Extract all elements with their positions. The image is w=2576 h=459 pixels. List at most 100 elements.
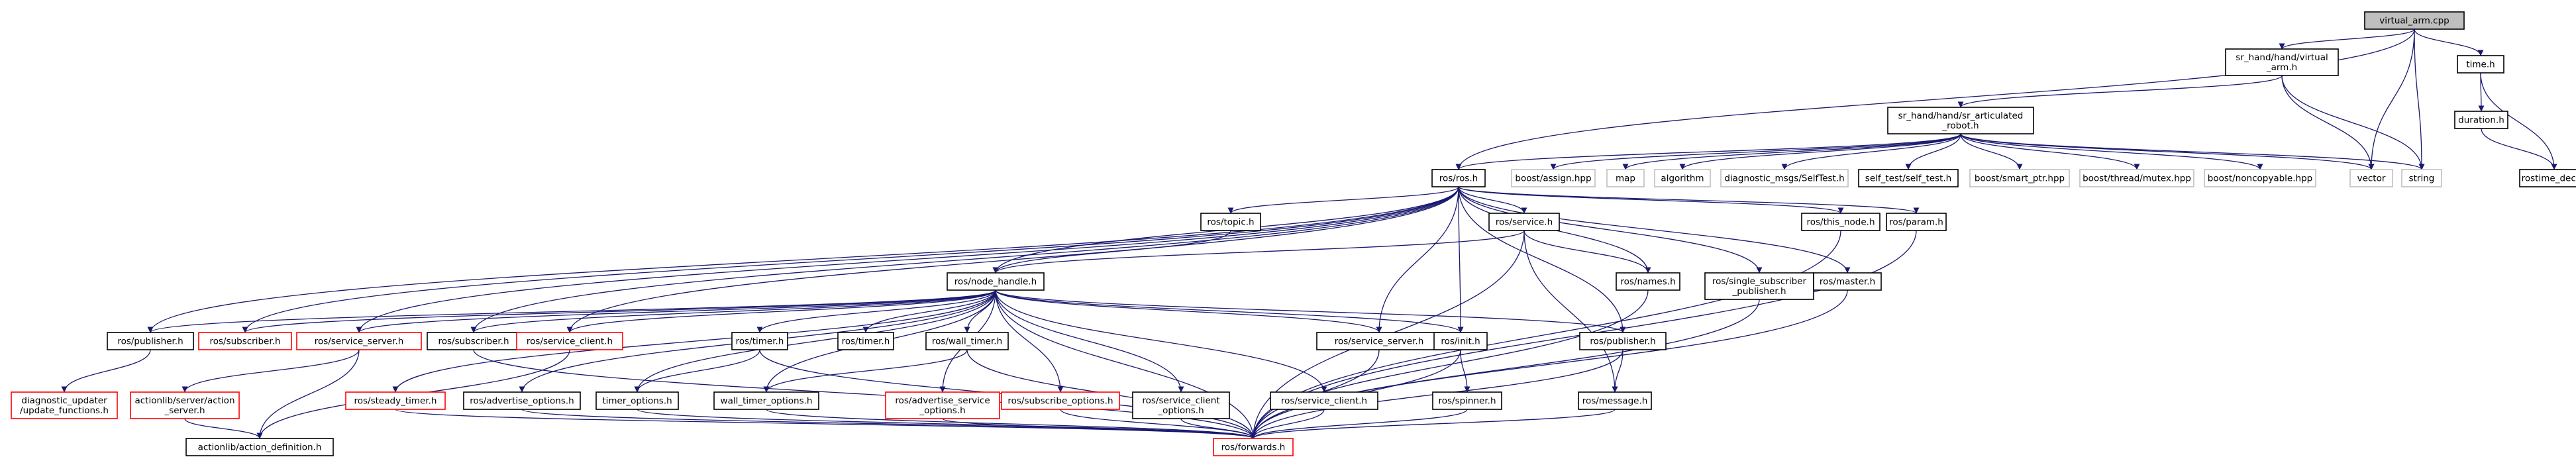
- node-srvsrv-a[interactable]: ros/service_server.h: [296, 332, 422, 350]
- node-label: map: [1616, 174, 1635, 184]
- node-ros-h[interactable]: ros/ros.h: [1431, 169, 1486, 187]
- edge-srvsrv_a-to-actionlib_server: [181, 349, 360, 393]
- edge-ros_init-to-ros_spinner: [1460, 349, 1470, 393]
- node-srvcli-b[interactable]: ros/service_client.h: [1270, 391, 1378, 410]
- node-label: boost/assign.hpp: [1515, 174, 1591, 184]
- node-label: ros/names.h: [1620, 277, 1675, 287]
- node-duration-h[interactable]: duration.h: [2454, 111, 2508, 129]
- node-boost-smart: boost/smart_ptr.hpp: [1969, 169, 2070, 187]
- node-ros-master[interactable]: ros/master.h: [1813, 272, 1882, 291]
- node-box: [731, 332, 788, 350]
- edge-wall_timer_options-to-ros_forwards: [766, 409, 1257, 439]
- node-time-h[interactable]: time.h: [2457, 55, 2504, 74]
- edge-ros_h-to-sub_b: [470, 186, 1459, 333]
- node-ros-message[interactable]: ros/message.h: [1578, 391, 1652, 410]
- node-label: diagnostic_msgs/SelfTest.h: [1724, 174, 1844, 184]
- node-srvcli-a[interactable]: ros/service_client.h: [516, 332, 623, 350]
- edge-sr_articulated-to-map: [1622, 133, 1961, 170]
- node-box: [1001, 391, 1120, 410]
- node-timer-options[interactable]: timer_options.h: [595, 391, 679, 410]
- edge-ros_node_handle-to-sub_b: [470, 289, 996, 333]
- node-ros-adv-opts[interactable]: ros/advertise_options.h: [463, 391, 581, 410]
- node-sub-b[interactable]: ros/subscriber.h: [427, 332, 521, 350]
- edge-ros_message-to-ros_forwards: [1250, 409, 1616, 439]
- node-string: string: [2401, 169, 2442, 187]
- node-box: [1969, 169, 2070, 187]
- edge-sr_articulated-to-string: [1960, 133, 2425, 170]
- node-sub-a[interactable]: ros/subscriber.h: [198, 332, 292, 350]
- node-pub-b[interactable]: ros/publisher.h: [1579, 332, 1667, 350]
- node-label: duration.h: [2458, 115, 2504, 126]
- node-ros-names[interactable]: ros/names.h: [1616, 272, 1680, 291]
- node-actionlib-def[interactable]: actionlib/action_definition.h: [185, 438, 334, 456]
- node-ros-init[interactable]: ros/init.h: [1433, 332, 1488, 350]
- node-map: map: [1606, 169, 1645, 187]
- node-box: [1432, 391, 1502, 410]
- node-label: boost/smart_ptr.hpp: [1975, 174, 2065, 184]
- edge-pub_b-to-ros_message: [1612, 349, 1623, 393]
- node-ros-sub-opts[interactable]: ros/subscribe_options.h: [1001, 391, 1120, 410]
- node-label: _robot.h: [1941, 121, 1979, 131]
- node-label: _publisher.h: [1732, 286, 1786, 297]
- node-ros-topic[interactable]: ros/topic.h: [1200, 213, 1261, 231]
- edge-ros_node_handle-to-ros_forwards: [995, 289, 1257, 439]
- node-label: _options.h: [1157, 405, 1204, 416]
- edge-ros_node_handle-to-ros_timer_a: [756, 289, 996, 333]
- node-box: [595, 391, 679, 410]
- node-diag-updater[interactable]: diagnostic_updater/update_functions.h: [11, 391, 118, 419]
- node-box: [837, 332, 894, 350]
- edge-actionlib_server-to-actionlib_def: [184, 418, 263, 439]
- node-ros-single-sub[interactable]: ros/single_subscriber_publisher.h: [1704, 272, 1814, 300]
- node-ros-service[interactable]: ros/service.h: [1488, 213, 1560, 231]
- edge-time_h-to-rostime_decl: [2480, 72, 2557, 170]
- node-sr-virtual-arm[interactable]: sr_hand/hand/virtual_arm.h: [2225, 48, 2339, 76]
- edge-srvsrv_a-to-actionlib_def: [256, 349, 360, 439]
- node-label: vector: [2357, 174, 2386, 184]
- edge-sr_virtual_arm-to-sr_articulated: [1957, 75, 2283, 108]
- edge-ros_node_handle-to-pub_b: [995, 289, 1626, 333]
- node-ros-timer-b[interactable]: ros/timer.h: [837, 332, 894, 350]
- edge-ros_names-to-ros_forwards: [1250, 289, 1649, 439]
- node-label: _arm.h: [2266, 62, 2297, 73]
- edge-ros_node_handle-to-srvsrv_a: [356, 289, 996, 333]
- node-label: actionlib/action_definition.h: [198, 442, 322, 453]
- edge-ros_timer_a-to-timer_options: [634, 349, 760, 393]
- node-box: [1579, 332, 1667, 350]
- node-box: [1270, 391, 1378, 410]
- node-wall-timer-options[interactable]: wall_timer_options.h: [713, 391, 819, 410]
- node-sr-articulated[interactable]: sr_hand/hand/sr_articulated_robot.h: [1887, 107, 2034, 134]
- node-ros-this-node[interactable]: ros/this_node.h: [1801, 213, 1880, 231]
- node-label: _server.h: [164, 405, 205, 416]
- node-self-test[interactable]: self_test/self_test.h: [1858, 169, 1959, 187]
- node-label: ros/single_subscriber: [1712, 276, 1807, 287]
- node-ros-forwards[interactable]: ros/forwards.h: [1213, 438, 1294, 456]
- node-virtual-arm[interactable]: virtual_arm.cpp: [2364, 11, 2465, 30]
- edge-ros_h-to-ros_param: [1458, 186, 1920, 214]
- node-ros-param[interactable]: ros/param.h: [1886, 213, 1947, 231]
- node-actionlib-server[interactable]: actionlib/server/action_server.h: [130, 391, 240, 419]
- edge-ros_single_sub-to-ros_forwards: [1250, 299, 1760, 439]
- node-ros-timer-a[interactable]: ros/timer.h: [731, 332, 788, 350]
- node-ros-srv-cli-opts[interactable]: ros/service_client_options.h: [1132, 391, 1230, 419]
- node-srvsrv-b[interactable]: ros/service_server.h: [1316, 332, 1442, 350]
- node-pub-a[interactable]: ros/publisher.h: [107, 332, 194, 350]
- node-ros-spinner[interactable]: ros/spinner.h: [1432, 391, 1502, 410]
- node-label: self_test/self_test.h: [1865, 174, 1951, 184]
- node-label: virtual_arm.cpp: [2379, 16, 2449, 26]
- node-rostime-decl[interactable]: rostime_decl.h: [2519, 169, 2576, 187]
- node-label: string: [2409, 174, 2435, 184]
- node-box: [345, 391, 446, 410]
- node-ros-node-handle[interactable]: ros/node_handle.h: [947, 272, 1045, 291]
- edge-ros_wall_timer-to-wall_timer_options: [763, 349, 968, 393]
- edge-ros_h-to-pub_b: [1458, 186, 1626, 333]
- node-box: [2225, 48, 2339, 76]
- edge-ros_node_handle-to-sub_a: [242, 289, 996, 333]
- node-ros-adv-srv-opts[interactable]: ros/advertise_service_options.h: [885, 391, 1000, 419]
- node-box: [516, 332, 623, 350]
- node-ros-wall-timer[interactable]: ros/wall_timer.h: [925, 332, 1009, 350]
- node-ros-steady-timer[interactable]: ros/steady_timer.h: [345, 391, 446, 410]
- edge-ros_node_handle-to-ros_srv_cli_opts: [995, 289, 1184, 393]
- node-box: [2204, 169, 2316, 187]
- edge-ros_node_handle-to-srvcli_b: [995, 289, 1327, 393]
